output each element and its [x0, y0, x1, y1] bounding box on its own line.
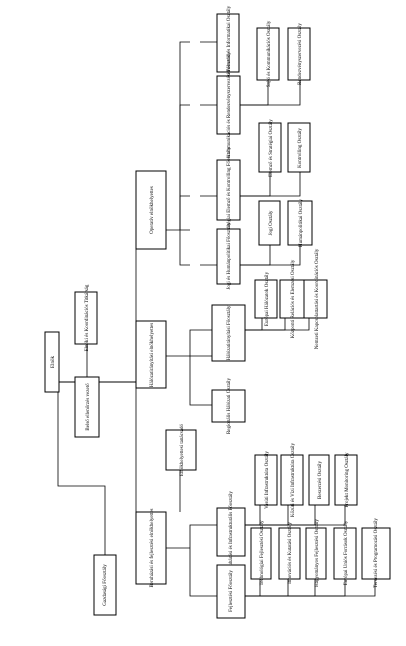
controlling-office-box: Kontrolling Osztály: [287, 122, 311, 173]
finance-box: Gazdasági Főosztály: [93, 554, 117, 616]
events-office-label: Rendezvényszervezési Osztály: [298, 23, 303, 85]
internal-audit-box: Belső ellenőrzés vezető: [74, 376, 100, 438]
operations-head-box: Operatív elnökhelyettes: [135, 170, 167, 250]
planning-office-box: Tervezési és Programozási Osztály: [361, 518, 391, 588]
planning-office-label: Tervezési és Programozási Osztály: [374, 518, 379, 588]
legal-office-label: Jogi Osztály: [269, 210, 274, 235]
legal-directorate-label: Jogi és Humánpolitikai Főosztály: [227, 222, 232, 290]
centre-office-label: Központi Relációs és Elemzési Osztály: [291, 259, 296, 338]
internal-audit-label: Belső ellenőrzés vezető: [86, 383, 91, 431]
hr-office-box: Humánpolitikai Osztály: [287, 199, 313, 247]
national-office-label: Nemzeti Kapcsolattartási és Koordinációs…: [315, 248, 320, 349]
root-box: Elnök: [44, 331, 60, 393]
rail-office-box: Vasúti Infrastruktúra Osztály: [254, 451, 278, 509]
root-label: Elnök: [51, 356, 56, 368]
traditional-office-label: Hagyományos Fejlesztési Osztály: [315, 519, 320, 587]
strategy-directorate-box: Stratégiai Elemző és Kontrolling Főosztá…: [216, 146, 241, 233]
eu-network-office-box: Európai Hálózatok Osztály: [254, 271, 278, 326]
controlling-office-label: Kontrolling Osztály: [298, 128, 303, 168]
it-directorate-box: Üzemeltetési és Informatikai Osztály: [216, 5, 240, 80]
tech-office-label: Technológiai Fejlesztési Osztály: [260, 520, 265, 585]
communication-directorate-label: Kommunikációs és Rendezvényszervezési Fő…: [227, 52, 232, 158]
development-head-box: Beruházási és fejlesztési elnökhelyettes: [135, 508, 167, 588]
road-office-box: Közúti és Vízi Infrastruktúra Osztály: [280, 442, 304, 517]
centre-office-box: Központi Relációs és Elemzési Osztály: [279, 259, 305, 338]
monitoring-office-box: Projekt Monitoring Osztály: [334, 452, 358, 508]
procurement-office-box: Beszerzési Osztály: [308, 454, 330, 506]
legal-office-box: Jogi Osztály: [258, 200, 281, 246]
it-directorate-label: Üzemeltetési és Informatikai Osztály: [226, 5, 232, 80]
press-office-label: Sajtó és Kommunikációs Osztály: [267, 20, 272, 87]
communication-directorate-box: Kommunikációs és Rendezvényszervezési Fő…: [216, 52, 241, 158]
development-head-label: Beruházási és fejlesztési elnökhelyettes: [150, 508, 155, 587]
eu-funds-office-box: Európai Uniós Források Osztály: [333, 520, 357, 585]
procurement-office-label: Beszerzési Osztály: [318, 461, 323, 499]
finance-label: Gazdasági Főosztály: [103, 564, 108, 606]
investment-directorate-box: Beruházási és Infrastrukturális Főosztál…: [216, 491, 246, 573]
network-directorate-box: Hálózatirányítási Főosztály: [211, 304, 246, 362]
national-office-box: Nemzeti Kapcsolattartási és Koordinációs…: [303, 248, 328, 349]
hr-office-label: Humánpolitikai Osztály: [299, 199, 304, 247]
dev-directorate-label: Fejlesztési Főosztály: [229, 570, 234, 612]
events-office-box: Rendezvényszervezési Osztály: [287, 23, 311, 85]
tech-office-box: Technológiai Fejlesztési Osztály: [250, 520, 272, 585]
innovation-office-label: Innovációs és Kutatási Osztály: [288, 522, 293, 584]
regional-office-label: Regionális Hálózati Osztály: [227, 377, 232, 434]
legal-directorate-box: Jogi és Humánpolitikai Főosztály: [216, 222, 241, 290]
network-head-label: Hálózatirányítási elnökhelyettes: [150, 323, 155, 387]
presidency-council-label: Elnökhelyettesi tanácsadó: [180, 423, 185, 476]
coordination-secretariat-box: Elnöki és Koordinációs Titkárság: [74, 284, 98, 351]
coordination-secretariat-label: Elnöki és Koordinációs Titkárság: [85, 284, 90, 351]
road-office-label: Közúti és Vízi Infrastruktúra Osztály: [291, 442, 296, 517]
presidency-council-box: Elnökhelyettesi tanácsadó: [165, 423, 197, 476]
regional-office-box: Regionális Hálózati Osztály: [211, 377, 246, 434]
monitoring-office-label: Projekt Monitoring Osztály: [345, 452, 350, 507]
eu-network-office-label: Európai Hálózatok Osztály: [265, 271, 270, 326]
investment-directorate-label: Beruházási és Infrastrukturális Főosztál…: [229, 491, 234, 573]
press-office-box: Sajtó és Kommunikációs Osztály: [256, 20, 280, 87]
operations-head-label: Operatív elnökhelyettes: [150, 186, 155, 234]
rail-office-label: Vasúti Infrastruktúra Osztály: [265, 451, 270, 509]
dev-directorate-box: Fejlesztési Főosztály: [216, 564, 246, 619]
eu-funds-office-label: Európai Uniós Források Osztály: [344, 520, 349, 585]
strategy-directorate-label: Stratégiai Elemző és Kontrolling Főosztá…: [227, 146, 232, 233]
traditional-office-box: Hagyományos Fejlesztési Osztály: [305, 519, 327, 587]
analysis-office-label: Elemző és Stratégiai Osztály: [269, 119, 274, 177]
network-head-box: Hálózatirányítási elnökhelyettes: [135, 320, 167, 389]
innovation-office-box: Innovációs és Kutatási Osztály: [278, 522, 301, 584]
network-directorate-label: Hálózatirányítási Főosztály: [227, 305, 232, 360]
analysis-office-box: Elemző és Stratégiai Osztály: [258, 119, 282, 177]
